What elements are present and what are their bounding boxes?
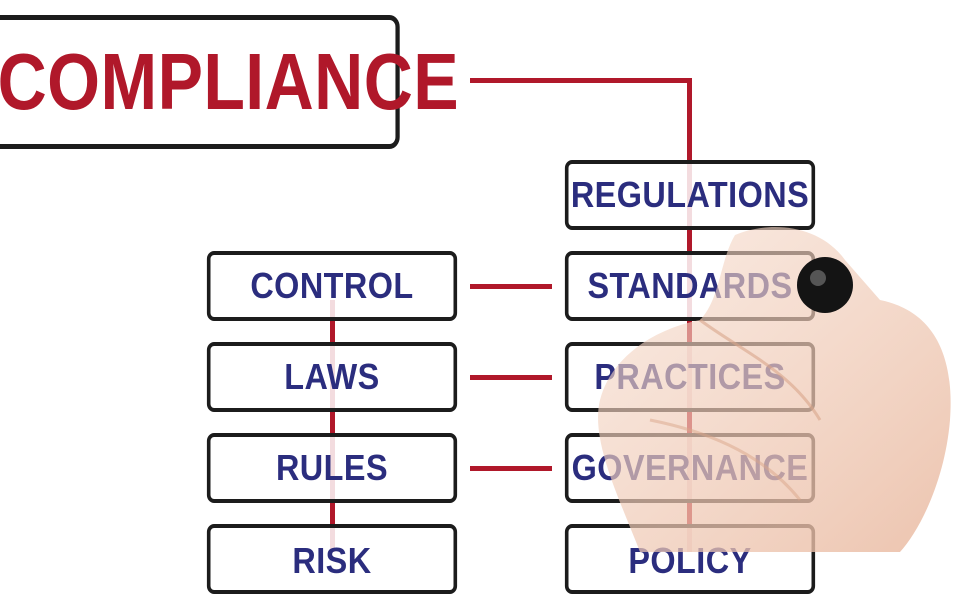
connector-title-horizontal — [470, 78, 692, 83]
connector-control-standards — [470, 284, 552, 289]
box-policy: POLICY — [564, 524, 816, 594]
connector-laws-practices — [470, 375, 552, 380]
box-governance: GOVERNANCE — [564, 433, 816, 503]
box-risk: RISK — [206, 524, 458, 594]
compliance-title-box: COMPLIANCE — [0, 15, 459, 149]
box-practices: PRACTICES — [564, 342, 816, 412]
connector-rules-governance — [470, 466, 552, 471]
box-regulations: REGULATIONS — [564, 160, 816, 230]
box-rules: RULES — [206, 433, 458, 503]
box-laws: LAWS — [206, 342, 458, 412]
box-standards: STANDARDS — [564, 251, 816, 321]
box-control: CONTROL — [206, 251, 458, 321]
connector-left-vertical — [330, 300, 335, 552]
